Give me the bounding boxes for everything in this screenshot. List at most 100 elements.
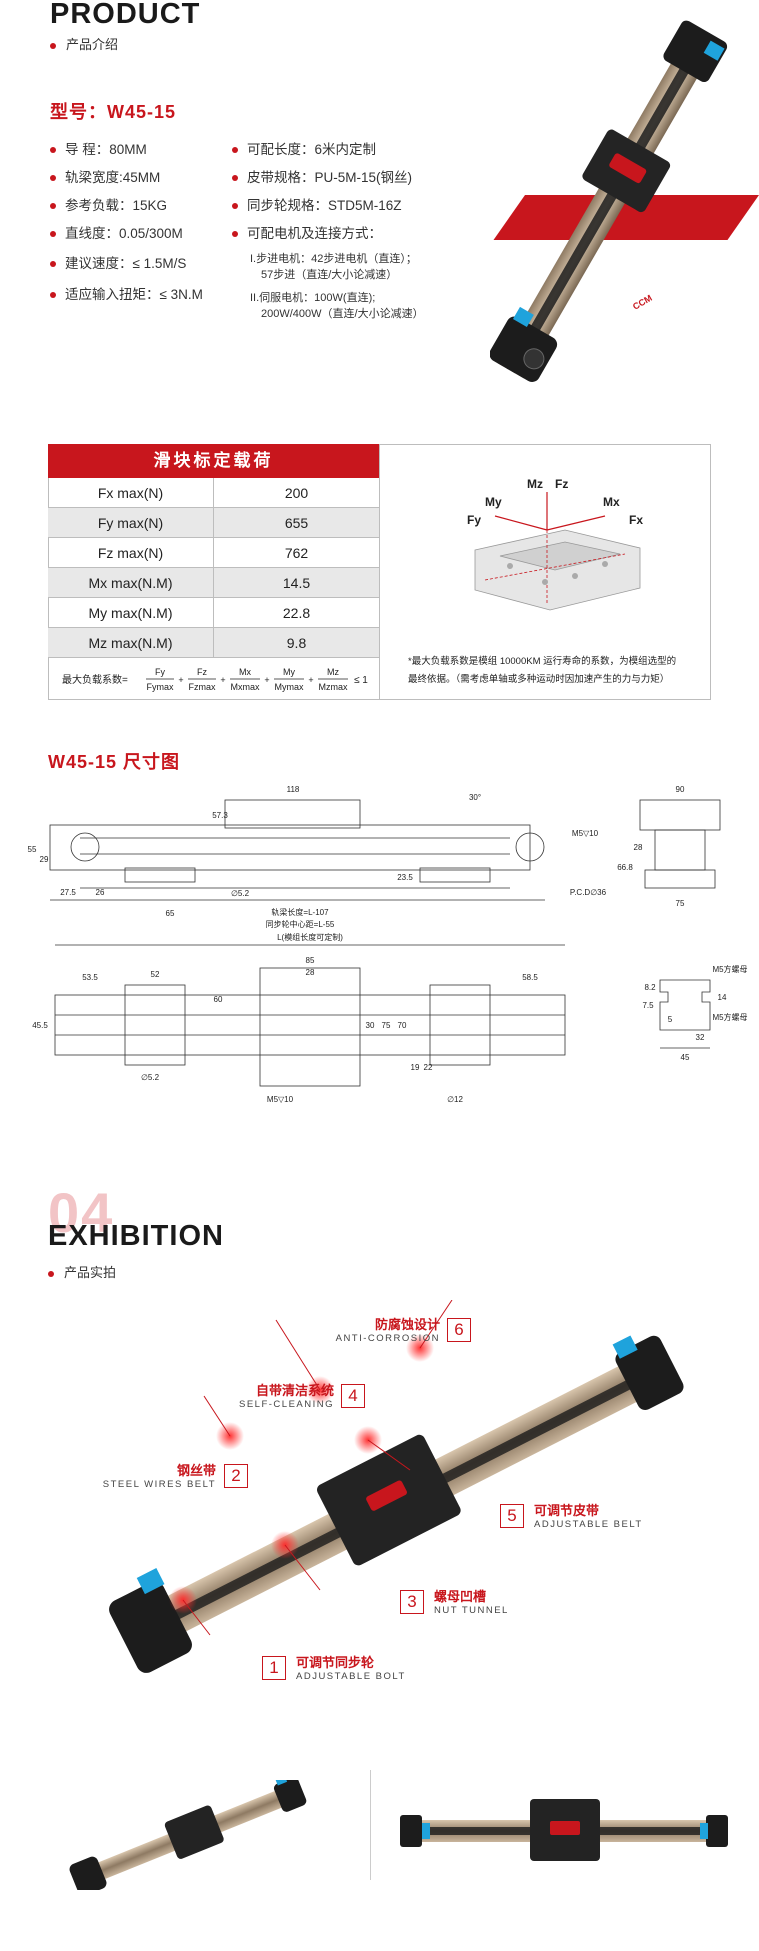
bullet-dot [48, 1270, 54, 1277]
dim-label: 30 [366, 1021, 375, 1030]
bullet-dot [50, 203, 56, 210]
table-row: Mx max(N.M)14.5 [48, 568, 379, 598]
bottom-blue-cap [512, 306, 534, 328]
dim-label: 55 [28, 845, 37, 854]
bullet-dot [50, 147, 56, 154]
gallery-blue-cap [274, 1780, 288, 1786]
brand-logo: CCM [631, 293, 654, 312]
end-view-base [644, 869, 716, 889]
dim-label: 118 [287, 785, 300, 794]
rail-belt [506, 30, 711, 374]
dim-label: 26 [96, 888, 105, 897]
callout-number-6: 6 [447, 1318, 471, 1342]
callout-adjustable-bolt: 可调节同步轮 ADJUSTABLE BOLT [296, 1655, 406, 1682]
block-top [499, 541, 621, 571]
formula-num: Fy [155, 667, 165, 677]
callout-leader [419, 1300, 453, 1349]
load-note-line2: 最终依据。（需考虑单轴或多种运动时因加速产生的力与力矩） [408, 674, 670, 685]
dim-label: 57.3 [212, 811, 228, 820]
formula-den: Fzmax [189, 682, 217, 692]
side-view-pulley [515, 832, 545, 862]
pulley-hub [523, 348, 545, 370]
dim-label: 53.5 [82, 973, 98, 982]
motor-option-3: II.伺服电机：100W(直连); [250, 292, 376, 304]
plan-view-body [54, 994, 566, 1056]
dim-label: 75 [382, 1021, 391, 1030]
dim-label: 52 [151, 970, 160, 979]
callout-self-cleaning: 自带清洁系统 SELF-CLEANING [239, 1383, 334, 1410]
load-note-line1: *最大负载系数是模组 10000KM 运行寿命的系数，为模组选型的 [408, 656, 677, 667]
table-row: Fx max(N)200 [48, 478, 379, 508]
gallery-carriage-logo [550, 1821, 580, 1835]
dim-label: 28 [634, 843, 643, 852]
callout-number-2: 2 [224, 1464, 248, 1488]
side-view-clamp [124, 867, 196, 883]
bullet-dot [232, 203, 238, 210]
bullet-dot [232, 231, 238, 238]
table-row: My max(N.M)22.8 [48, 598, 379, 628]
gallery-end-cap [69, 1856, 107, 1890]
callout-steel-belt: 钢丝带 STEEL WIRES BELT [102, 1463, 216, 1490]
side-view-carriage [224, 799, 361, 829]
spec-speed: 建议速度：≤ 1.5M/S [50, 252, 186, 272]
dim-label: 22 [424, 1063, 433, 1072]
plus-sign: + [308, 675, 313, 685]
plus-sign: + [220, 675, 225, 685]
dim-label: ∅5.2 [231, 889, 250, 898]
table-row: Fy max(N)655 [48, 508, 379, 538]
exhibition-title: EXHIBITION [48, 1220, 224, 1252]
plus-sign: + [264, 675, 269, 685]
axis-label-mz: Mz [527, 477, 543, 491]
dim-label: 23.5 [397, 873, 413, 882]
exhibit-blue-cap-right [612, 1335, 638, 1359]
gallery-end-cap [273, 1780, 307, 1812]
dashed-centerline [484, 553, 626, 581]
dim-label: P.C.D∅36 [570, 888, 607, 897]
callout-number-4: 4 [341, 1384, 365, 1408]
formula-end: ≤ 1 [354, 675, 368, 686]
spec-lead: 导 程：80MM [50, 138, 147, 158]
mount-hole [507, 563, 513, 569]
exhibit-end-cap-right [615, 1335, 684, 1410]
spec-length: 可配长度：6米内定制 [232, 138, 376, 158]
side-view-body [49, 824, 531, 871]
dim-label: 轨梁长度=L-107 [271, 907, 329, 917]
dim-label: 45 [681, 1053, 690, 1062]
gallery-separator [370, 1770, 371, 1880]
gallery-photo-top [400, 1799, 728, 1861]
cross-section-profile [659, 979, 711, 1031]
spec-straightness: 直线度：0.05/300M [50, 222, 183, 242]
dim-label: M5▽10 [572, 829, 599, 838]
dim-label: 70 [398, 1021, 407, 1030]
axis-label-my: My [485, 495, 502, 509]
dimension-drawing: 118 57.3 30° 55 29 27.5 26 65 ∅5.2 23.5 … [28, 785, 748, 1104]
x-axis-arrow [546, 515, 606, 531]
bullet-dot [232, 175, 238, 182]
dim-label: 45.5 [32, 1021, 48, 1030]
formula-den: Mxmax [231, 682, 260, 692]
dimensions-title: W45-15 尺寸图 [48, 752, 181, 772]
callout-number-5: 5 [500, 1504, 524, 1528]
spec-pulley: 同步轮规格：STD5M-16Z [232, 194, 402, 214]
dim-label: M5方螺母 [712, 964, 747, 974]
gallery-blue-cap [700, 1823, 708, 1839]
callout-leader [367, 1439, 411, 1471]
motor-option-2: 57步进（直连/大小论减速） [261, 269, 398, 281]
callout-nut-tunnel: 螺母凹槽 NUT TUNNEL [434, 1589, 509, 1616]
axis-label-fx: Fx [629, 513, 643, 527]
dim-label: 8.2 [644, 983, 656, 992]
mount-hole [542, 579, 548, 585]
block-body [474, 529, 641, 611]
dim-label: 30° [469, 793, 481, 802]
dim-label: 90 [676, 785, 685, 794]
exhibition-image [109, 1300, 684, 1673]
top-end-cap [663, 20, 728, 83]
axis-label-fz: Fz [555, 477, 568, 491]
load-formula: 最大负载系数= Fy Fymax + Fz Fzmax + Mx Mxmax +… [62, 667, 368, 692]
dim-label: 60 [214, 995, 223, 1004]
formula-num: Fz [197, 667, 207, 677]
dim-label: 66.8 [617, 863, 633, 872]
dim-label: 29 [40, 855, 49, 864]
axis-label-mx: Mx [603, 495, 620, 509]
dim-label: 58.5 [522, 973, 538, 982]
